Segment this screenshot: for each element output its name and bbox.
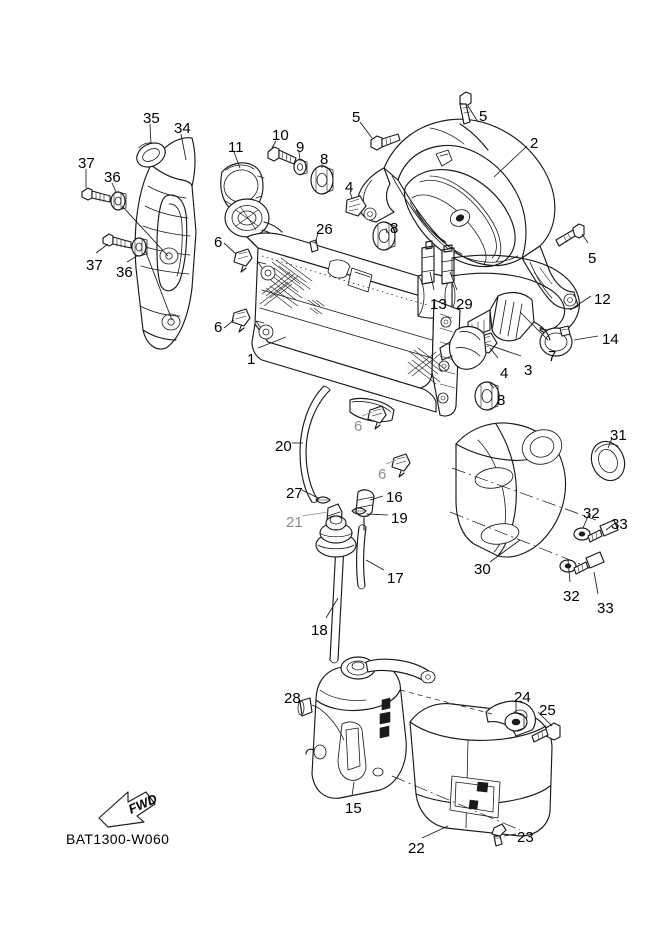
- part-35-grommet: [136, 142, 166, 168]
- part-9-collar: [293, 158, 308, 176]
- part-22-reservoir-tank-cover: [391, 689, 553, 837]
- callout-label-6: 6: [378, 466, 387, 483]
- part-8-grommet-top: [310, 165, 334, 195]
- callout-label-4: 4: [345, 179, 354, 196]
- callout-label-18: 18: [311, 622, 328, 639]
- diagram-code: BAT1300-W060: [66, 831, 170, 847]
- callout-label-6: 6: [214, 319, 223, 336]
- fwd-direction-arrow: FWD: [98, 791, 160, 828]
- callout-label-30: 30: [474, 561, 491, 578]
- callout-label-13: 13: [430, 296, 447, 313]
- callout-label-5: 5: [352, 109, 361, 126]
- callout-label-4: 4: [500, 365, 509, 382]
- part-5-bolt-a: [370, 133, 401, 151]
- callout-label-10: 10: [272, 127, 289, 144]
- part-25-bolt: [531, 722, 561, 743]
- part-20-overflow-hose: [299, 385, 331, 503]
- callout-label-27: 27: [286, 485, 303, 502]
- part-5-bolt-b: [459, 91, 472, 125]
- part-36-collar-lower: [131, 237, 148, 257]
- part-10-bolt: [267, 146, 297, 165]
- callout-label-25: 25: [539, 702, 556, 719]
- part-23-screw: [491, 823, 507, 847]
- part-36-collar-upper: [110, 191, 127, 211]
- part-28-plug-cap: [297, 697, 345, 741]
- callout-label-16: 16: [386, 489, 403, 506]
- callout-label-36: 36: [116, 264, 133, 281]
- callout-label-36: 36: [104, 169, 121, 186]
- callout-label-17: 17: [387, 570, 404, 587]
- callout-label-31: 31: [610, 427, 627, 444]
- part-30-radiator-side-cover: [449, 422, 597, 569]
- callout-label-32: 32: [563, 588, 580, 605]
- callout-label-5: 5: [588, 250, 597, 267]
- reservoir-mount-arm: [365, 658, 436, 684]
- part-32-washer-a: [573, 527, 591, 541]
- callout-label-14: 14: [602, 331, 619, 348]
- part-13-clamp: [421, 240, 435, 285]
- part-8-grommet-low: [474, 381, 500, 411]
- callout-label-11: 11: [228, 139, 244, 156]
- callout-label-6: 6: [354, 418, 363, 435]
- fwd-arrow-label: FWD: [126, 791, 160, 817]
- callout-label-33: 33: [611, 516, 628, 533]
- part-3-radiator-bracket: [439, 325, 487, 370]
- leader-lines: [85, 105, 615, 839]
- callout-label-29: 29: [456, 296, 473, 313]
- callout-label-34: 34: [174, 120, 191, 137]
- part-16-hose-joint: [355, 489, 375, 531]
- callout-label-3: 3: [524, 362, 533, 379]
- part-31-grommet: [590, 440, 626, 482]
- callout-label-5: 5: [479, 108, 488, 125]
- callout-label-24: 24: [514, 689, 531, 706]
- part-6-clip-c: [367, 405, 387, 430]
- part-6-clip-a: [233, 248, 253, 273]
- callout-label-7: 7: [548, 348, 557, 365]
- part-15-coolant-reservoir-tank: [305, 656, 407, 799]
- callout-label-20: 20: [275, 438, 292, 455]
- radiator-mount-tab-lower: [255, 320, 274, 340]
- radiator-mount-tab-upper: [257, 261, 276, 281]
- callout-label-1: 1: [247, 351, 256, 368]
- callout-label-8: 8: [390, 220, 399, 237]
- callout-label-21: 21: [286, 514, 303, 531]
- callout-label-8: 8: [497, 392, 506, 409]
- callout-label-6: 6: [214, 234, 223, 251]
- callout-label-23: 23: [517, 829, 534, 846]
- part-6-clip-b: [231, 308, 251, 333]
- part-19-clip: [351, 507, 367, 515]
- callout-label-32: 32: [583, 505, 600, 522]
- callout-label-9: 9: [296, 139, 305, 156]
- part-37-bolt-lower: [102, 233, 132, 249]
- callout-label-33: 33: [597, 600, 614, 617]
- part-33-screw-b: [573, 551, 605, 575]
- hose-fitting-assembly: [315, 515, 357, 558]
- part-37-bolt-upper: [81, 187, 111, 203]
- callout-label-2: 2: [530, 135, 539, 152]
- callout-label-26: 26: [316, 221, 333, 238]
- radiator-filler-neck: [224, 198, 283, 241]
- part-27-clip: [315, 496, 331, 504]
- callout-label-8: 8: [320, 151, 329, 168]
- callout-label-35: 35: [143, 110, 160, 127]
- part-18-reservoir-hose: [329, 544, 345, 664]
- part-26-clamp: [309, 239, 319, 253]
- callout-label-37: 37: [78, 155, 95, 172]
- part-5-bolt-c: [555, 223, 585, 247]
- callout-label-12: 12: [594, 291, 611, 308]
- part-7-radiator-guard-bracket: [467, 291, 551, 342]
- callout-label-37: 37: [86, 257, 103, 274]
- callout-label-15: 15: [345, 800, 362, 817]
- callout-label-28: 28: [284, 690, 301, 707]
- part-24-collar: [504, 712, 528, 732]
- part-6-clip-d: [391, 453, 411, 478]
- callout-label-19: 19: [391, 510, 408, 527]
- part-17-breather-hose: [356, 524, 367, 590]
- callout-label-22: 22: [408, 840, 425, 857]
- part-4-damper-a: [345, 195, 367, 217]
- part-8-grommet-mid: [372, 221, 396, 251]
